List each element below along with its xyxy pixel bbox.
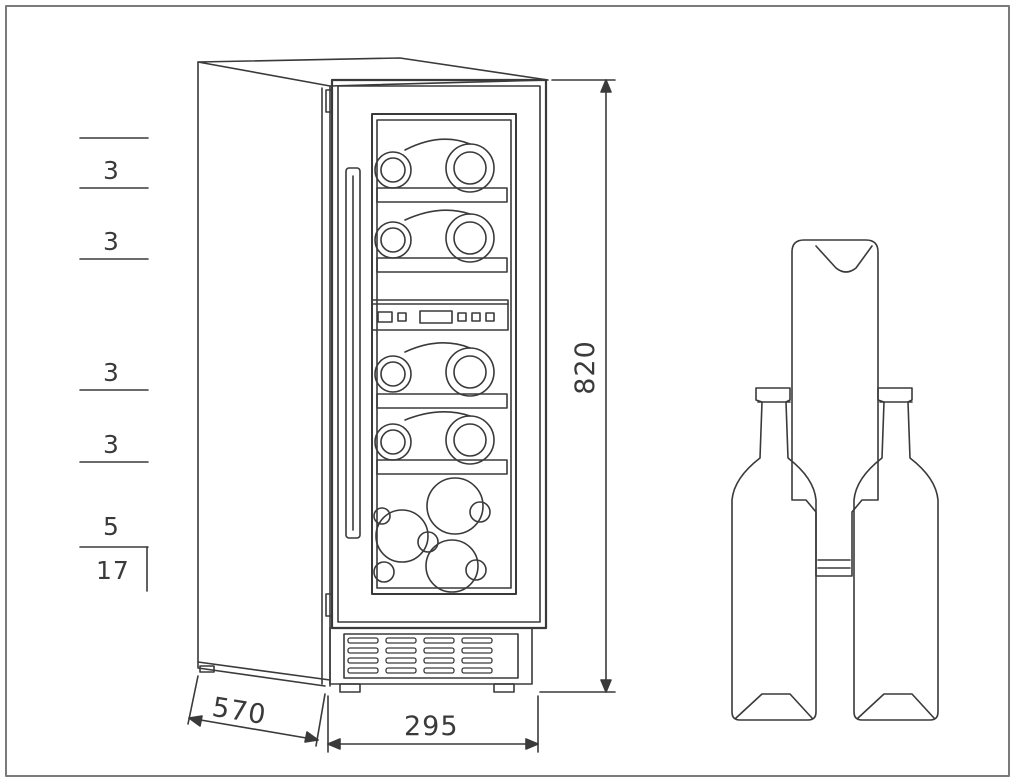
height-dimension-label: 820: [569, 340, 601, 395]
width-dimension-line: [327, 695, 539, 753]
depth-dimension-line: [187, 675, 326, 747]
base-grille: [199, 627, 533, 693]
door-handle: [345, 167, 361, 539]
height-dimension-line: [539, 79, 616, 693]
shelf-label-4: 3: [103, 430, 120, 459]
stored-bottles: [373, 138, 495, 593]
shelf-label-1: 3: [103, 156, 120, 185]
wine-shelves: [376, 187, 508, 475]
diagram-border: [5, 5, 1010, 777]
shelf-label-lines: [79, 137, 149, 592]
control-panel: [371, 299, 509, 331]
shelf-label-2: 3: [103, 227, 120, 256]
total-bottle-label: 17: [96, 556, 130, 585]
bottle-size-illustration: [731, 239, 939, 721]
cabinet-body: [197, 57, 549, 687]
width-dimension-label: 295: [404, 711, 459, 742]
shelf-label-3: 3: [103, 358, 120, 387]
shelf-label-5: 5: [103, 512, 120, 541]
